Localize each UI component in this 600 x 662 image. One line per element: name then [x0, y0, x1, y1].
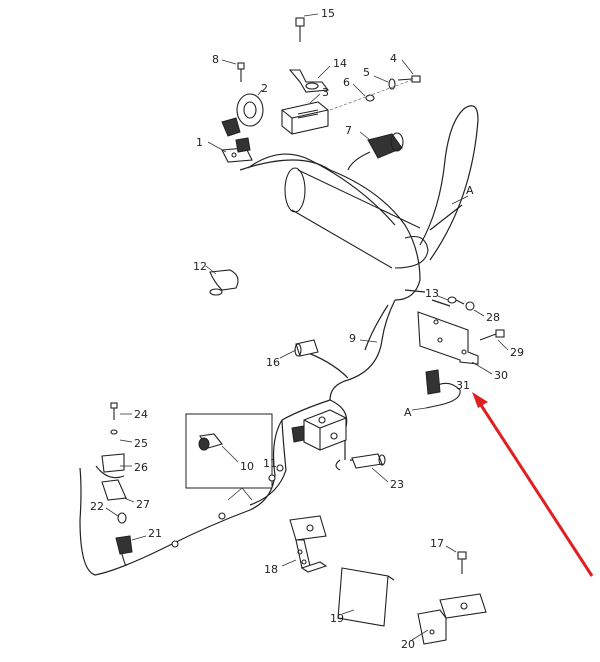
part-23-sensor	[335, 453, 386, 471]
part-4-bolt	[397, 75, 421, 83]
part-31-sensor	[425, 369, 461, 409]
part-1-clip	[221, 137, 253, 163]
callout-4: 4	[390, 52, 397, 65]
part-24-bolt	[110, 402, 118, 420]
part-13-screw	[447, 296, 465, 305]
part-19-plate	[337, 567, 395, 627]
callout-7: 7	[345, 124, 352, 137]
callout-31: 31	[456, 379, 470, 392]
part-29-bolt	[479, 329, 505, 341]
callout-5: 5	[363, 66, 370, 79]
callout-23: 23	[390, 478, 404, 491]
callout-10: 10	[240, 460, 254, 473]
callout-22: 22	[90, 500, 104, 513]
part-25-washer	[110, 429, 118, 435]
part-11-clip	[171, 464, 284, 548]
part-3-relay-box	[281, 101, 329, 135]
detail-box	[185, 413, 273, 501]
main-harness	[79, 105, 479, 576]
part-8-screw	[237, 62, 245, 82]
callout-16: 16	[266, 356, 280, 369]
callout-20: 20	[401, 638, 415, 651]
callout-3: 3	[322, 86, 329, 99]
callout-9: 9	[349, 332, 356, 345]
callout-1: 1	[196, 136, 203, 149]
part-17-bolt	[457, 551, 467, 574]
part-14-bracket	[288, 69, 330, 93]
callout-24: 24	[134, 408, 148, 421]
part-26-bracket	[95, 453, 125, 479]
part-22-nut	[117, 512, 127, 524]
ref-a-bottom: A	[404, 406, 412, 419]
callout-13: 13	[425, 287, 439, 300]
junction-block	[291, 409, 347, 451]
part-27-bracket	[101, 479, 127, 501]
red-pointer-arrow-icon	[472, 392, 594, 577]
callout-14: 14	[333, 57, 347, 70]
callout-18: 18	[264, 563, 278, 576]
part-16-plug	[294, 339, 319, 357]
callout-28: 28	[486, 311, 500, 324]
part-7-connector	[347, 132, 404, 171]
part-18-bracket	[289, 515, 328, 573]
callout-30: 30	[494, 369, 508, 382]
part-20-bracket	[417, 593, 487, 645]
ref-a-top: A	[466, 184, 474, 197]
callout-8: 8	[212, 53, 219, 66]
part-30-mounting-plate	[417, 311, 479, 365]
callout-12: 12	[193, 260, 207, 273]
callout-29: 29	[510, 346, 524, 359]
part-12-clamp	[209, 269, 239, 296]
part-6-washer	[365, 94, 375, 102]
part-21-switch	[115, 535, 133, 567]
callout-21: 21	[148, 527, 162, 540]
callout-15: 15	[321, 7, 335, 20]
callout-19: 19	[330, 612, 344, 625]
callout-17: 17	[430, 537, 444, 550]
callout-25: 25	[134, 437, 148, 450]
callout-27: 27	[136, 498, 150, 511]
part-15-bolt	[295, 17, 305, 42]
callout-26: 26	[134, 461, 148, 474]
callout-2: 2	[261, 82, 268, 95]
part-28-nut	[465, 301, 475, 311]
callout-11: 11	[263, 457, 277, 470]
callout-6: 6	[343, 76, 350, 89]
part-2-horn	[221, 93, 264, 137]
